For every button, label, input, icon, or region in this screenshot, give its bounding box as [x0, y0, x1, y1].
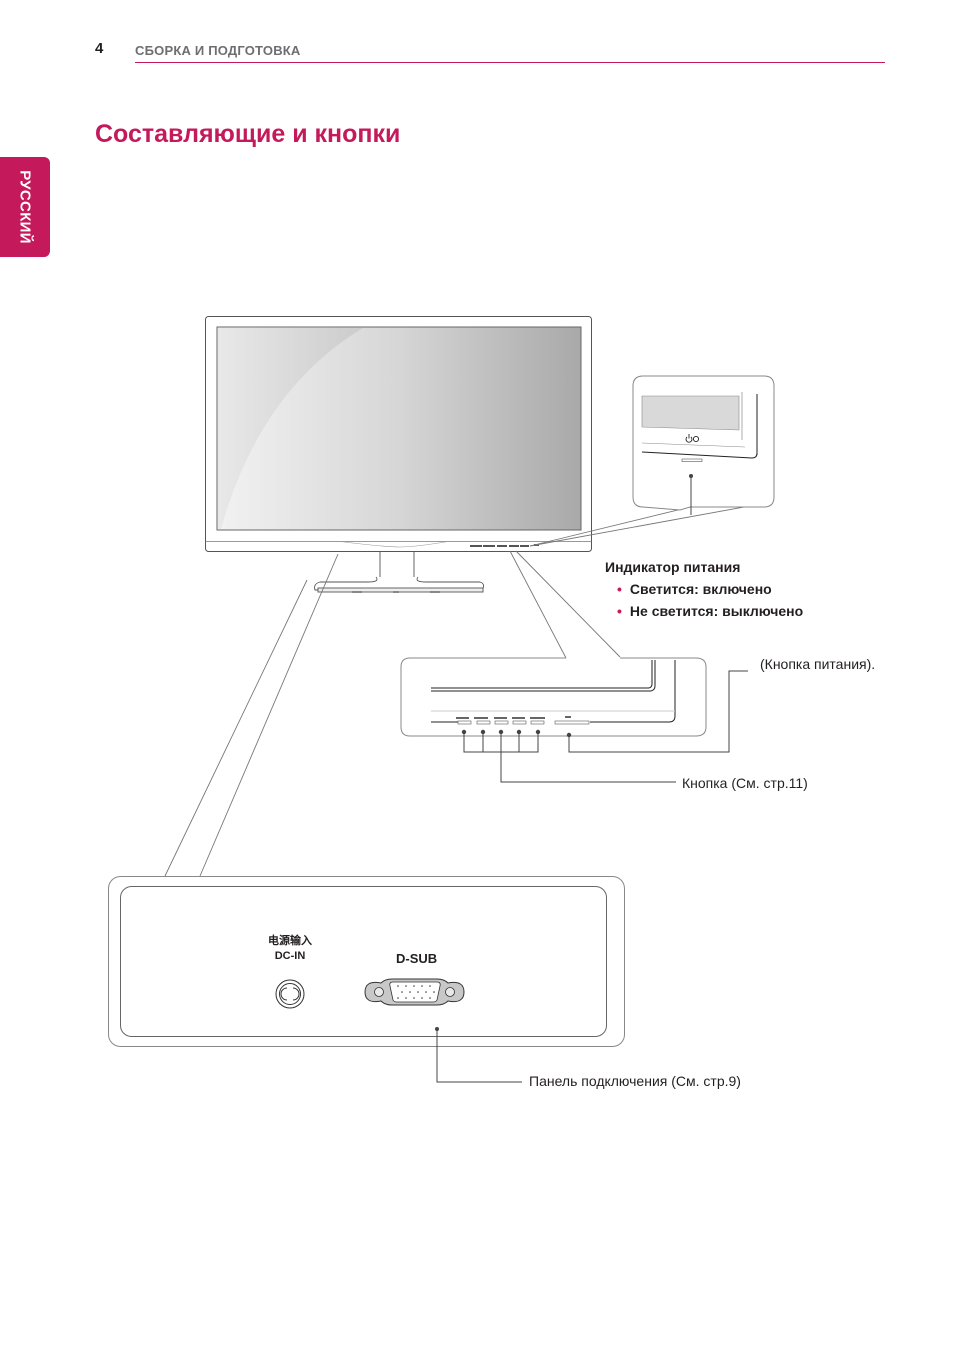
dc-in-label-en: DC-IN — [274, 950, 306, 962]
connection-panel-callout: Панель подключения (См. стр.9) — [529, 1073, 741, 1089]
button-callout-lines — [509, 550, 621, 659]
power-icon — [685, 434, 700, 443]
dsub-label: D-SUB — [396, 951, 438, 966]
buttons-callout: Кнопка (См. стр.11) — [682, 775, 808, 791]
power-indicator-item: • Светится: включено — [617, 581, 772, 597]
power-indicator-detail — [632, 375, 775, 515]
power-indicator-title: Индикатор питания — [605, 559, 741, 575]
monitor-front — [205, 316, 592, 552]
button-panel-detail — [400, 657, 748, 783]
section-title: СБОРКА И ПОДГОТОВКА — [135, 43, 301, 58]
page-number: 4 — [95, 40, 104, 57]
dsub-connector-icon — [364, 978, 465, 1006]
language-tab: РУССКИЙ — [0, 157, 50, 257]
dc-in-label-cn: 电源输入 — [268, 935, 312, 947]
indicator-callout-lines — [529, 504, 756, 547]
page-title: Составляющие и кнопки — [95, 120, 401, 148]
power-indicator-item-text: Не светится: выключено — [629, 603, 804, 619]
power-button-callout: (Кнопка питания). — [760, 656, 876, 672]
power-indicator-item-text: Светится: включено — [629, 581, 772, 597]
bullet-icon: • — [617, 603, 622, 619]
power-indicator-item: • Не светится: выключено — [617, 603, 803, 619]
dc-in-jack-icon — [275, 979, 305, 1009]
header-rule — [135, 62, 885, 63]
connector-callout-lines — [164, 553, 339, 877]
bullet-icon: • — [617, 581, 622, 597]
connector-panel — [108, 876, 625, 1083]
dc-in-label: 电源输入 DC-IN — [262, 934, 318, 964]
monitor-stand — [314, 552, 485, 593]
